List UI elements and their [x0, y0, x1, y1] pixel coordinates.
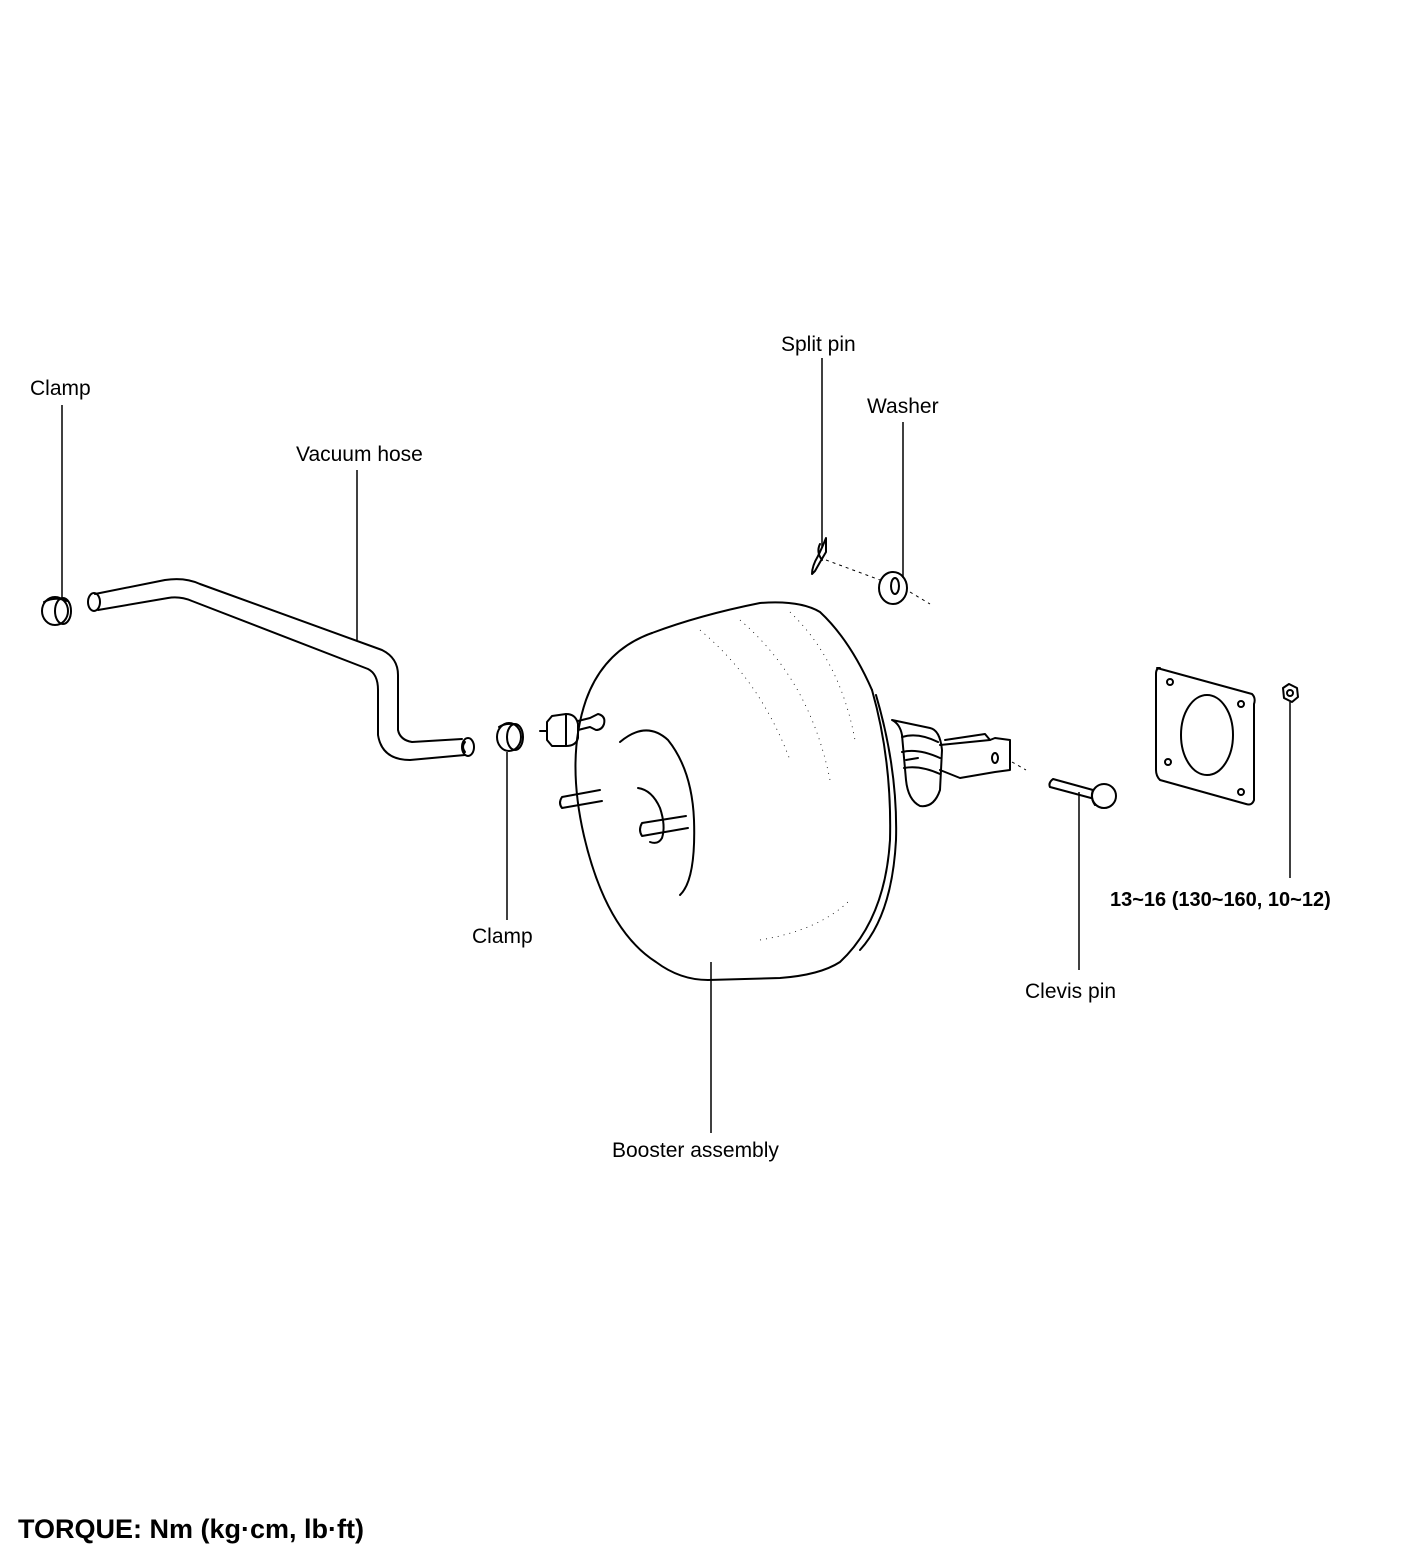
nut-part	[1282, 683, 1299, 703]
label-clamp-center: Clamp	[472, 925, 533, 948]
booster-assembly-part	[559, 601, 1011, 981]
label-vacuum-hose: Vacuum hose	[296, 443, 423, 466]
torque-legend: TORQUE: Nm (kg·cm, lb·ft)	[18, 1514, 364, 1544]
clevis-pin-part	[1048, 778, 1117, 809]
label-booster-assembly: Booster assembly	[612, 1139, 779, 1162]
clamp-center-part	[496, 722, 524, 752]
split-pin-part	[811, 537, 827, 575]
label-clevis-pin: Clevis pin	[1025, 980, 1117, 1003]
gasket-part	[1155, 667, 1256, 806]
label-washer: Washer	[867, 395, 939, 418]
label-nut-torque: 13~16 (130~160, 10~12)	[1110, 889, 1331, 911]
washer-part	[878, 571, 908, 605]
label-split-pin: Split pin	[781, 333, 856, 356]
label-clamp-left: Clamp	[30, 377, 91, 400]
clamp-left-part	[41, 596, 72, 626]
check-valve-part	[539, 713, 606, 747]
vacuum-hose-part	[87, 578, 475, 761]
